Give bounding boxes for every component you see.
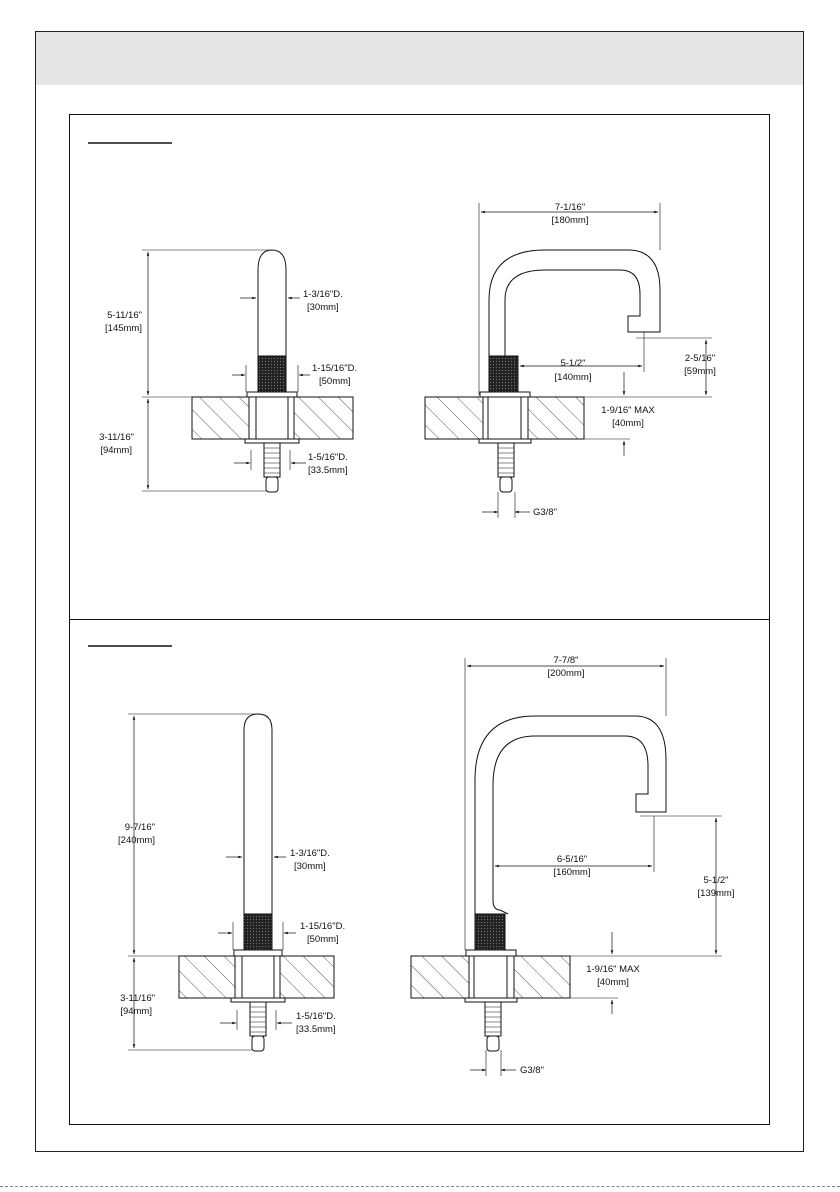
base-flange bbox=[479, 391, 531, 398]
dim-spout-height-mm: [139mm] bbox=[698, 888, 735, 899]
mount-body bbox=[241, 955, 275, 999]
dim-clearance-in: 5-1/2" bbox=[560, 358, 585, 369]
dim-base-dia-in: 1-15/16"D. bbox=[300, 921, 345, 932]
base-flange bbox=[246, 391, 298, 398]
dim-below-in: 3-11/16" bbox=[99, 432, 134, 443]
dim-shank-dia-in: 1-5/16"D. bbox=[308, 452, 348, 463]
spout-arch bbox=[488, 249, 661, 356]
base-flange bbox=[233, 949, 283, 957]
dim-deck-mm: [40mm] bbox=[612, 418, 644, 429]
dim-reach-in: 7-1/16" bbox=[555, 202, 585, 213]
dim-deck-in: 1-9/16" MAX bbox=[601, 405, 655, 416]
dim-spout-height-mm: [59mm] bbox=[684, 366, 716, 377]
dim-height-mm: [240mm] bbox=[118, 835, 155, 846]
section-short: 5-11/16" [145mm] 1-3/16"D. [30mm] 1-15/1… bbox=[88, 142, 716, 518]
lock-washer bbox=[478, 438, 532, 444]
dim-shank-dia-in: 1-5/16"D. bbox=[296, 1011, 336, 1022]
dim-height-in: 9-7/16" bbox=[125, 822, 155, 833]
mount-body bbox=[473, 955, 508, 999]
side-view-short bbox=[142, 249, 354, 493]
dim-shank-dia-mm: [33.5mm] bbox=[308, 465, 348, 476]
dim-clearance-in: 6-5/16" bbox=[557, 854, 587, 865]
base-flange bbox=[465, 949, 517, 957]
section-tall: 9-7/16" [240mm] 1-3/16"D. [30mm] 1-15/16… bbox=[88, 645, 735, 1076]
dim-spout-dia-in: 1-3/16"D. bbox=[303, 289, 343, 300]
dim-base-dia-mm: [50mm] bbox=[307, 934, 339, 945]
dim-spout-dia-in: 1-3/16"D. bbox=[290, 848, 330, 859]
knurled-collar bbox=[488, 355, 519, 393]
shank-tip bbox=[251, 1035, 265, 1052]
lock-washer bbox=[464, 997, 518, 1003]
mount-body bbox=[255, 396, 289, 440]
side-view-tall bbox=[128, 713, 335, 1052]
dim-height-mm: [145mm] bbox=[105, 323, 142, 334]
shank-tip bbox=[499, 476, 513, 493]
dim-thread: G3/8" bbox=[533, 507, 557, 518]
dim-shank-dia-mm: [33.5mm] bbox=[296, 1024, 336, 1035]
dim-height-in: 5-11/16" bbox=[107, 310, 142, 321]
dim-deck-mm: [40mm] bbox=[597, 977, 629, 988]
knurled-collar bbox=[243, 913, 273, 951]
dim-reach-mm: [180mm] bbox=[552, 215, 589, 226]
dim-clearance-mm: [160mm] bbox=[554, 867, 591, 878]
dim-deck-in: 1-9/16" MAX bbox=[586, 964, 640, 975]
header-band bbox=[36, 32, 803, 85]
knurled-collar bbox=[474, 913, 506, 951]
dim-spout-height-in: 5-1/2" bbox=[703, 875, 728, 886]
dim-spout-height-in: 2-5/16" bbox=[685, 353, 715, 364]
dim-thread: G3/8" bbox=[520, 1065, 544, 1076]
mount-body bbox=[487, 396, 522, 440]
dim-base-dia-mm: [50mm] bbox=[319, 376, 351, 387]
spout-body bbox=[257, 249, 287, 356]
dim-spout-dia-mm: [30mm] bbox=[307, 302, 339, 313]
dim-below-mm: [94mm] bbox=[100, 445, 132, 456]
lock-washer bbox=[244, 438, 300, 444]
front-view-short bbox=[424, 203, 712, 518]
spout-arch bbox=[474, 715, 667, 915]
dim-below-in: 3-11/16" bbox=[120, 993, 155, 1004]
dim-reach-mm: [200mm] bbox=[548, 668, 585, 679]
shank-tip bbox=[486, 1035, 500, 1052]
knurled-collar bbox=[257, 355, 287, 393]
spout-body bbox=[243, 713, 273, 914]
page-border bbox=[35, 31, 804, 1152]
dim-below-mm: [94mm] bbox=[120, 1006, 152, 1017]
dim-reach-in: 7-7/8" bbox=[553, 655, 578, 666]
section-divider bbox=[69, 619, 770, 620]
front-view-tall bbox=[410, 658, 722, 1076]
cut-line bbox=[0, 1186, 840, 1187]
lock-washer bbox=[230, 997, 286, 1003]
dim-base-dia-in: 1-15/16"D. bbox=[312, 363, 357, 374]
dim-spout-dia-mm: [30mm] bbox=[294, 861, 326, 872]
shank-tip bbox=[265, 476, 279, 493]
dim-clearance-mm: [140mm] bbox=[555, 372, 592, 383]
